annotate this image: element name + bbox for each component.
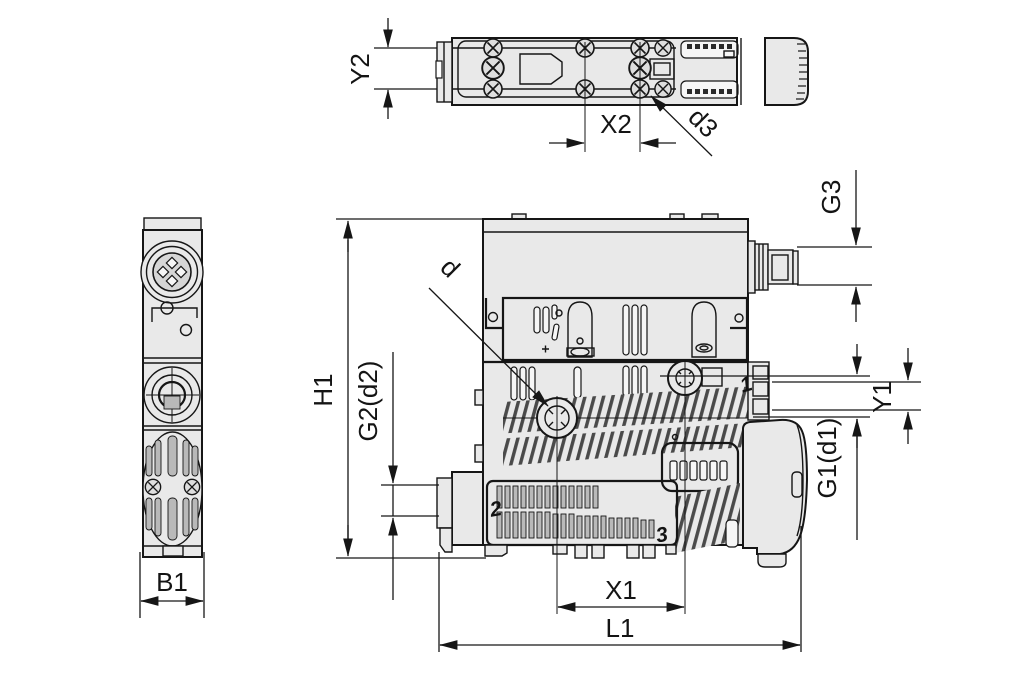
dim-label-x1: X1 (605, 575, 637, 605)
side-view-notch (151, 301, 198, 337)
knurl-texture (796, 43, 807, 100)
lower-vent-grille (485, 479, 679, 547)
top-view-slot-plate-lower (680, 80, 739, 99)
top-view-slot-plate-upper (680, 40, 739, 59)
dim-label-g1d1: G1(d1) (812, 418, 842, 499)
cartridge-right (691, 301, 717, 358)
side-port (143, 366, 201, 424)
dim-label-g3: G3 (816, 180, 846, 215)
dim-label-d: d (435, 252, 466, 283)
side-vent-grille (142, 431, 203, 547)
dim-label-d3: d3 (683, 102, 725, 144)
dimension-g3: G3 (797, 170, 872, 322)
dimension-y2: Y2 (345, 18, 437, 119)
port2-hook (439, 527, 453, 553)
ejector-cartridge-panel (484, 296, 749, 362)
side-view-foot-notch (162, 545, 184, 557)
dim-label-l1: L1 (606, 613, 635, 643)
silencer-block (742, 418, 809, 568)
mounting-feet (484, 544, 677, 559)
dimension-g2d2: G2(d2) (353, 352, 439, 600)
dimension-x1: X1 (557, 575, 685, 612)
top-view-slide-detail (519, 53, 563, 85)
port2-block (451, 471, 484, 546)
dim-label-x2: X2 (600, 109, 632, 139)
m8-connector (747, 240, 799, 294)
louvre-band-lower (675, 483, 740, 553)
port2-cap (436, 477, 453, 529)
round-connector-face (140, 240, 204, 304)
dim-label-y1: Y1 (867, 381, 897, 413)
dimension-x2: X2 (549, 42, 676, 152)
cartridge-left (566, 301, 595, 358)
dim-label-g2d2: G2(d2) (353, 361, 383, 442)
dim-label-b1: B1 (156, 567, 188, 597)
dimension-b1: B1 (139, 552, 205, 618)
port-marker-2: 2 (487, 497, 504, 522)
dimension-y1: Y1 (772, 348, 921, 444)
adjustment-knob (764, 37, 809, 106)
port-marker-3: 3 (654, 523, 670, 548)
dim-label-y2: Y2 (345, 53, 375, 85)
side-view: B1 (139, 217, 205, 618)
dimension-g1d1: G1(d1) (660, 344, 870, 540)
label-panel (660, 441, 740, 493)
front-view: 2 3 1 H1 G2(d2) d (308, 170, 921, 652)
dimension-l1: L1 (438, 526, 802, 652)
top-view: Y2 X2 d3 (345, 18, 809, 157)
dim-label-h1: H1 (308, 373, 338, 406)
dimension-h1: H1 (308, 218, 486, 559)
side-view-top-cap (143, 217, 202, 231)
